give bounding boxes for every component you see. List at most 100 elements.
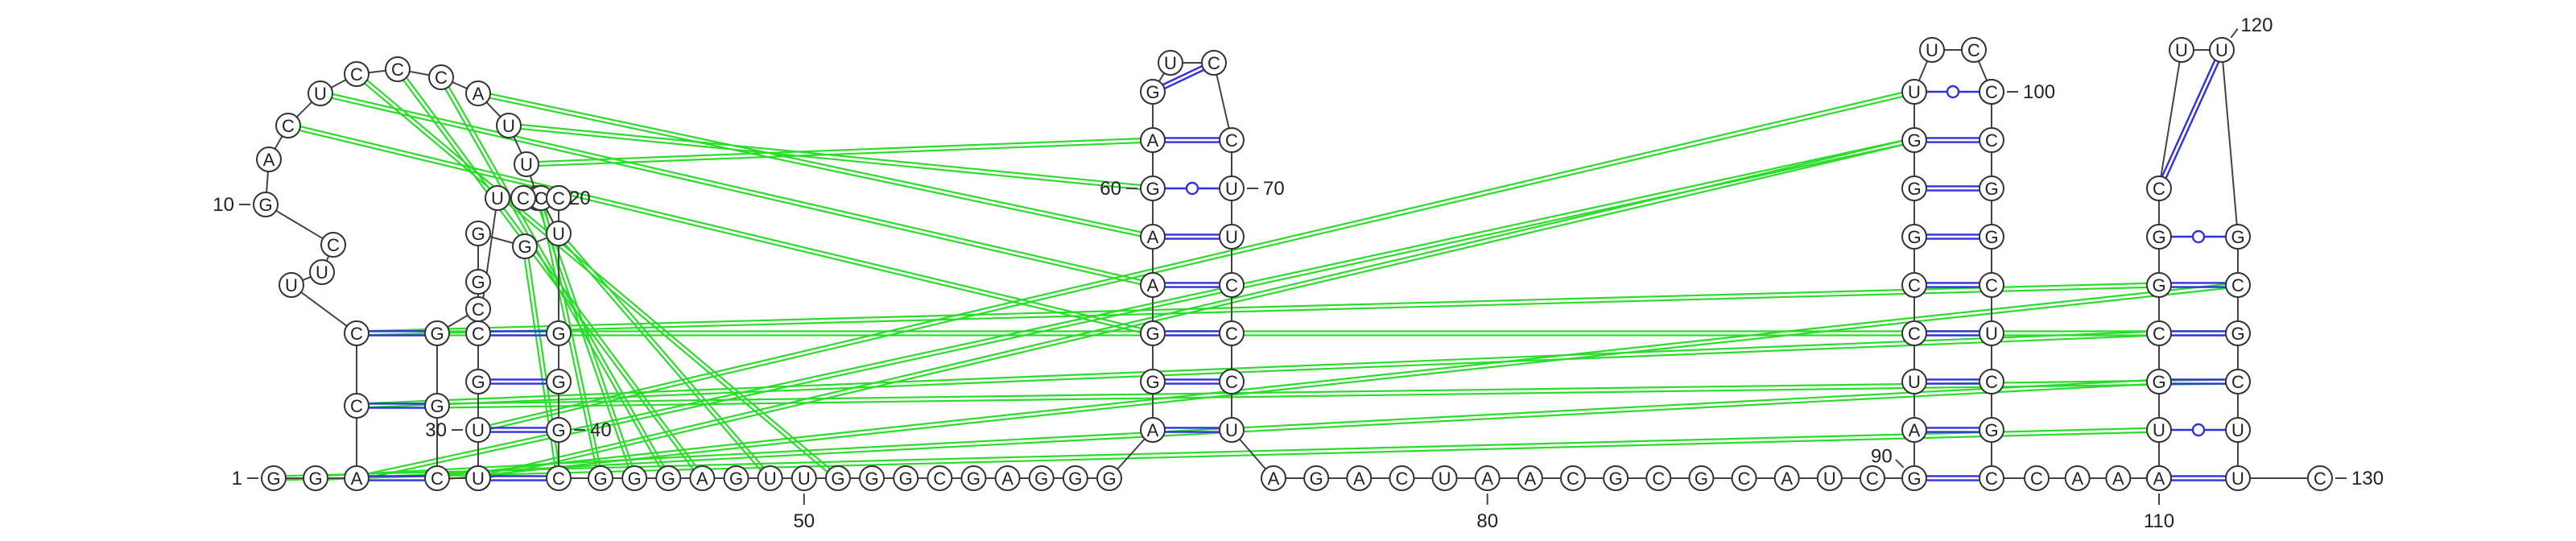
nucleotide-base: C	[350, 324, 363, 344]
nucleotide-47: U	[757, 465, 783, 491]
nucleotide-circle	[546, 221, 572, 246]
nucleotide-128: U	[2225, 417, 2251, 443]
wc-pair-line	[1164, 68, 1205, 90]
nucleotide-46: G	[723, 465, 749, 491]
nucleotide-circle	[1140, 369, 1166, 394]
nucleotide-circle	[465, 320, 491, 346]
nucleotide-89: C	[1860, 465, 1885, 491]
nucleotide-circle	[546, 369, 572, 394]
nucleotide-72: C	[1219, 320, 1245, 346]
nucleotide-43: G	[621, 465, 648, 491]
nucleotide-circle	[1901, 369, 1927, 394]
nucleotide-circle	[2225, 272, 2251, 298]
nucleotide-circle	[1901, 465, 1927, 491]
nucleotide-53: G	[960, 465, 987, 491]
nucleotide-base: C	[350, 396, 363, 416]
nucleotide-circle	[1219, 417, 1245, 443]
nucleotide-base: C	[2231, 275, 2244, 295]
pseudoknot-line	[437, 382, 2239, 409]
nucleotide-circle	[2146, 224, 2172, 250]
nucleotide-base: U	[552, 224, 565, 244]
nucleotide-37: C	[546, 185, 572, 211]
pseudoknot-line	[526, 246, 562, 478]
nucleotide-12: U	[308, 81, 333, 106]
nucleotide-10: A	[256, 147, 282, 172]
position-label-30: 30	[425, 419, 447, 441]
nucleotide-13: C	[344, 61, 369, 87]
nucleotide-circle	[2024, 465, 2050, 491]
nucleotide-base: U	[491, 188, 504, 209]
nucleotide-120: G	[2146, 224, 2172, 250]
nucleotide-circle	[485, 185, 510, 211]
nucleotide-circle	[546, 417, 572, 443]
nucleotide-96: G	[1901, 176, 1927, 201]
nucleotide-base: U	[1908, 372, 1921, 392]
nucleotide-75: A	[1261, 465, 1286, 491]
nucleotide-base: C	[1985, 372, 1998, 392]
position-label-110: 110	[2144, 510, 2174, 532]
position-label-130: 130	[2351, 468, 2384, 489]
nucleotide-circle	[1645, 465, 1672, 491]
nucleotide-circle	[1140, 176, 1166, 201]
nucleotide-base: C	[1908, 275, 1921, 295]
nucleotide-base: C	[1567, 469, 1579, 489]
nucleotide-107: U	[1979, 320, 2004, 346]
nucleotide-base: A	[1147, 420, 1159, 440]
pseudoknot-line	[477, 137, 1914, 477]
nucleotide-base: C	[391, 60, 404, 80]
nucleotide-25: C	[465, 296, 491, 322]
pseudoknot-line	[436, 282, 2238, 477]
nucleotide-66: U	[1158, 50, 1183, 76]
nucleotide-base: C	[1985, 275, 1998, 295]
nucleotide-circle	[2105, 465, 2132, 491]
nucleotide-125: C	[2225, 272, 2251, 298]
nucleotide-circle	[1028, 465, 1055, 491]
nucleotide-77: A	[1346, 465, 1373, 491]
nucleotide-50: G	[859, 465, 886, 491]
nucleotide-21: U	[546, 221, 572, 246]
nucleotide-circle	[465, 369, 491, 394]
nucleotide-32: G	[465, 369, 491, 394]
nucleotide-circle	[1140, 127, 1166, 153]
nucleotide-104: G	[1979, 176, 2004, 201]
nucleotide-base: G	[471, 272, 485, 292]
nucleotide-base: C	[1208, 53, 1220, 73]
nucleotide-circle	[546, 465, 572, 491]
nucleotide-base: C	[1652, 469, 1665, 489]
nucleotide-circle	[1219, 127, 1245, 153]
nucleotide-circle	[344, 320, 369, 346]
nucleotide-100: C	[1961, 37, 1987, 63]
nucleotide-circle	[689, 465, 716, 491]
nucleotide-base: U	[764, 469, 777, 489]
nucleotide-circle	[546, 320, 572, 346]
nucleotide-circle	[1901, 320, 1927, 346]
nucleotide-base: G	[1034, 469, 1048, 489]
position-label-80: 80	[1476, 510, 1498, 532]
nucleotide-circle	[1219, 272, 1245, 298]
nucleotide-base: G	[551, 324, 565, 344]
nucleotide-9: G	[253, 192, 279, 217]
nucleotide-base: C	[1866, 469, 1879, 489]
nucleotide-circle	[1979, 272, 2004, 298]
nucleotide-99: U	[1919, 37, 1945, 63]
nucleotide-39: G	[546, 369, 572, 394]
nucleotide-circle	[1140, 224, 1166, 250]
nucleotide-base: A	[2112, 469, 2124, 489]
nucleotide-circle	[2225, 417, 2251, 443]
nucleotide-base: A	[1525, 469, 1537, 489]
nucleotide-circle	[303, 465, 328, 491]
nucleotide-103: C	[1979, 127, 2004, 153]
nucleotide-base: G	[1310, 469, 1323, 489]
nucleotide-base: C	[517, 188, 530, 209]
nucleotide-81: A	[1517, 465, 1543, 491]
nucleotide-base: G	[1907, 130, 1921, 151]
nucleotide-base: U	[1926, 40, 1938, 60]
pseudoknot-line	[477, 89, 1914, 429]
nucleotide-base: U	[2231, 469, 2244, 489]
nucleotide-109: G	[1979, 417, 2004, 443]
nucleotide-84: C	[1645, 465, 1672, 491]
pseudoknot-interactions	[273, 67, 2239, 481]
nucleotide-circle	[465, 269, 491, 295]
wc-pair-line	[1162, 64, 1203, 86]
nucleotide-circle	[1096, 465, 1122, 491]
